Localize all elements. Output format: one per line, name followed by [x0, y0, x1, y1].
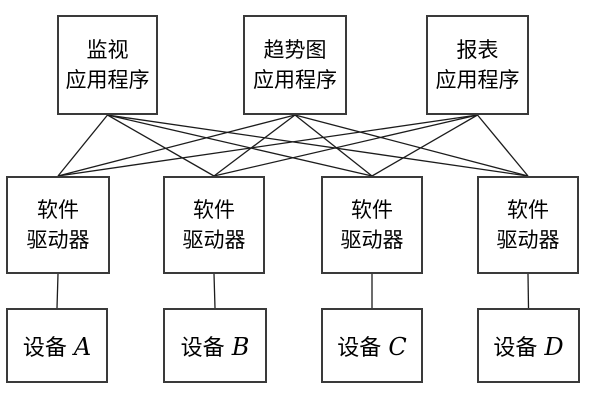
driver-box-1: 软件 驱动器	[6, 176, 110, 274]
driver-label-line2: 驱动器	[182, 228, 246, 252]
app-label-line1: 趋势图	[263, 38, 327, 62]
driver-label-line2: 驱动器	[340, 228, 404, 252]
app-label-line1: 报表	[456, 38, 499, 62]
device-name: 设备	[493, 335, 538, 361]
app-label-line2: 应用程序	[65, 68, 150, 92]
app-label-line2: 应用程序	[253, 68, 337, 92]
device-name: 设备	[22, 335, 67, 361]
driver-box-3: 软件 驱动器	[321, 176, 423, 274]
driver-box-2: 软件 驱动器	[163, 176, 265, 274]
device-letter: C	[388, 332, 407, 361]
driver-label-line2: 驱动器	[26, 228, 90, 252]
driver-label-line1: 软件	[507, 198, 549, 222]
device-name: 设备	[180, 335, 225, 361]
device-letter: A	[73, 332, 92, 361]
driver-label-line1: 软件	[351, 198, 393, 222]
app-box-monitor: 监视 应用程序	[57, 15, 158, 115]
app-label-line1: 监视	[86, 38, 129, 62]
driver-box-4: 软件 驱动器	[477, 176, 579, 274]
device-name: 设备	[337, 335, 382, 361]
device-letter: B	[231, 332, 250, 361]
driver-label-line1: 软件	[37, 198, 79, 222]
app-box-report: 报表 应用程序	[426, 15, 529, 115]
driver-label-line2: 驱动器	[496, 228, 560, 252]
device-letter: D	[544, 332, 564, 361]
driver-label-line1: 软件	[193, 198, 235, 222]
app-label-line2: 应用程序	[435, 68, 520, 92]
app-box-trend: 趋势图 应用程序	[243, 15, 347, 115]
